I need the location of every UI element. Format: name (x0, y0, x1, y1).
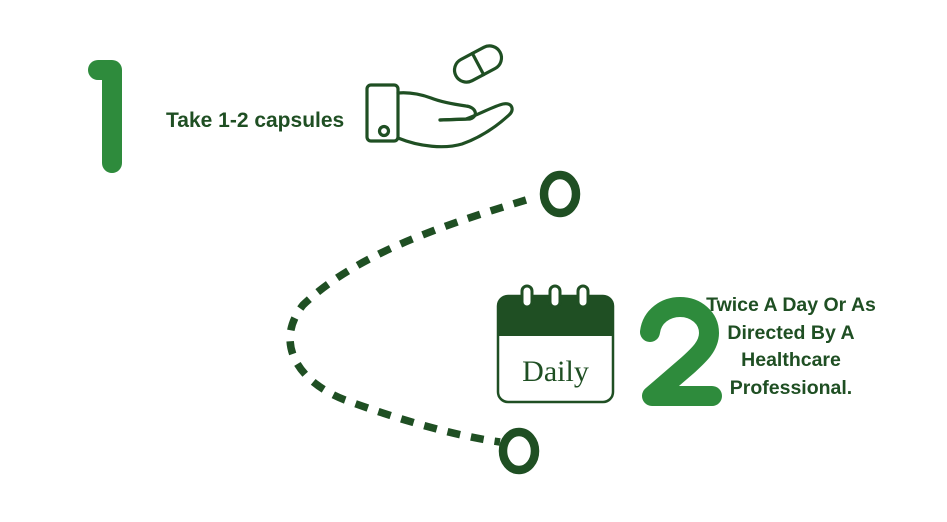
step-1-text-line: Take 1-2 capsules (166, 109, 345, 132)
calendar-icon: Daily (496, 284, 615, 404)
dashed-curve (286, 196, 528, 446)
step-1-number (88, 60, 122, 173)
capsule-icon (452, 44, 504, 84)
hand-with-capsule-icon (365, 44, 514, 149)
step-2-text-line: Professional. (729, 376, 853, 399)
ring-marker-bottom (498, 427, 540, 475)
step-2-text-line: Healthcare (741, 349, 841, 371)
step-2-number (640, 297, 722, 406)
calendar-label: Daily (522, 355, 589, 388)
cuff-shape (365, 83, 400, 143)
step-2-text-line: Twice A Day Or As (706, 294, 876, 316)
step-2-instruction: Twice A Day Or As Directed By A Healthca… (696, 292, 886, 402)
step-2-text-line: Directed By A (727, 321, 855, 344)
step-1-instruction: Take 1-2 capsules (166, 108, 344, 134)
ring-marker-top (539, 170, 581, 218)
